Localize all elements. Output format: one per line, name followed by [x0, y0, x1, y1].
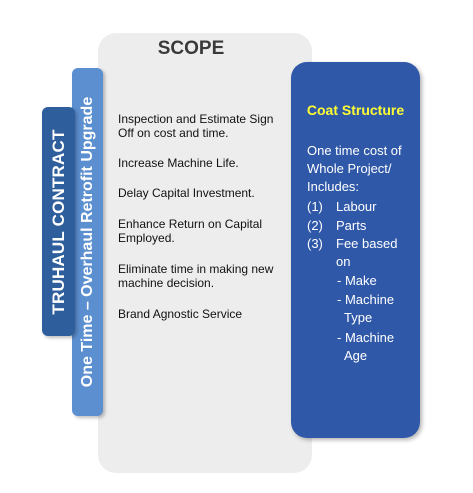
scope-item-brand-agnostic: Brand Agnostic Service	[118, 307, 243, 321]
scope-item-inspection: Inspection and Estimate Sign Off on cost…	[118, 112, 274, 140]
coat-fee-basis-item: Age	[344, 348, 368, 363]
coat-list-label: Labour	[336, 199, 377, 214]
truhaul-contract-label: TRUHAUL CONTRACT	[48, 128, 68, 315]
coat-list-number: (1)	[307, 199, 323, 214]
coat-fee-basis-item: - Machine	[337, 330, 395, 345]
coat-list-label: Parts	[336, 218, 367, 233]
coat-fee-basis-item: - Make	[337, 273, 377, 288]
coat-list-label: Fee based	[336, 236, 398, 251]
truhaul-contract-bar: TRUHAUL CONTRACT	[42, 107, 75, 336]
scope-item-eliminate-time: Eliminate time in making new machine dec…	[118, 262, 274, 290]
coat-intro-line: Whole Project/	[307, 161, 392, 176]
coat-list-number: (3)	[307, 236, 323, 251]
coat-structure-title: Coat Structure	[306, 102, 405, 118]
one-time-overhaul-bar: One Time – Overhaul Retrofit Upgrade	[72, 68, 103, 416]
scope-item-machine-life: Increase Machine Life.	[118, 156, 239, 170]
coat-intro-line: One time cost of	[307, 143, 402, 158]
coat-fee-basis-item: Type	[344, 310, 373, 325]
one-time-overhaul-label: One Time – Overhaul Retrofit Upgrade	[78, 96, 96, 388]
scope-title: SCOPE	[157, 38, 225, 59]
scope-item-return-on-capital: Enhance Return on Capital Employed.	[118, 217, 263, 245]
coat-fee-basis-item: - Machine	[337, 292, 395, 307]
coat-list-number: (2)	[307, 218, 323, 233]
coat-intro-line: Includes:	[307, 179, 360, 194]
coat-structure-panel	[291, 62, 420, 438]
scope-panel	[98, 33, 312, 473]
scope-item-delay-capital: Delay Capital Investment.	[118, 186, 255, 200]
coat-on-label: on	[336, 254, 351, 269]
